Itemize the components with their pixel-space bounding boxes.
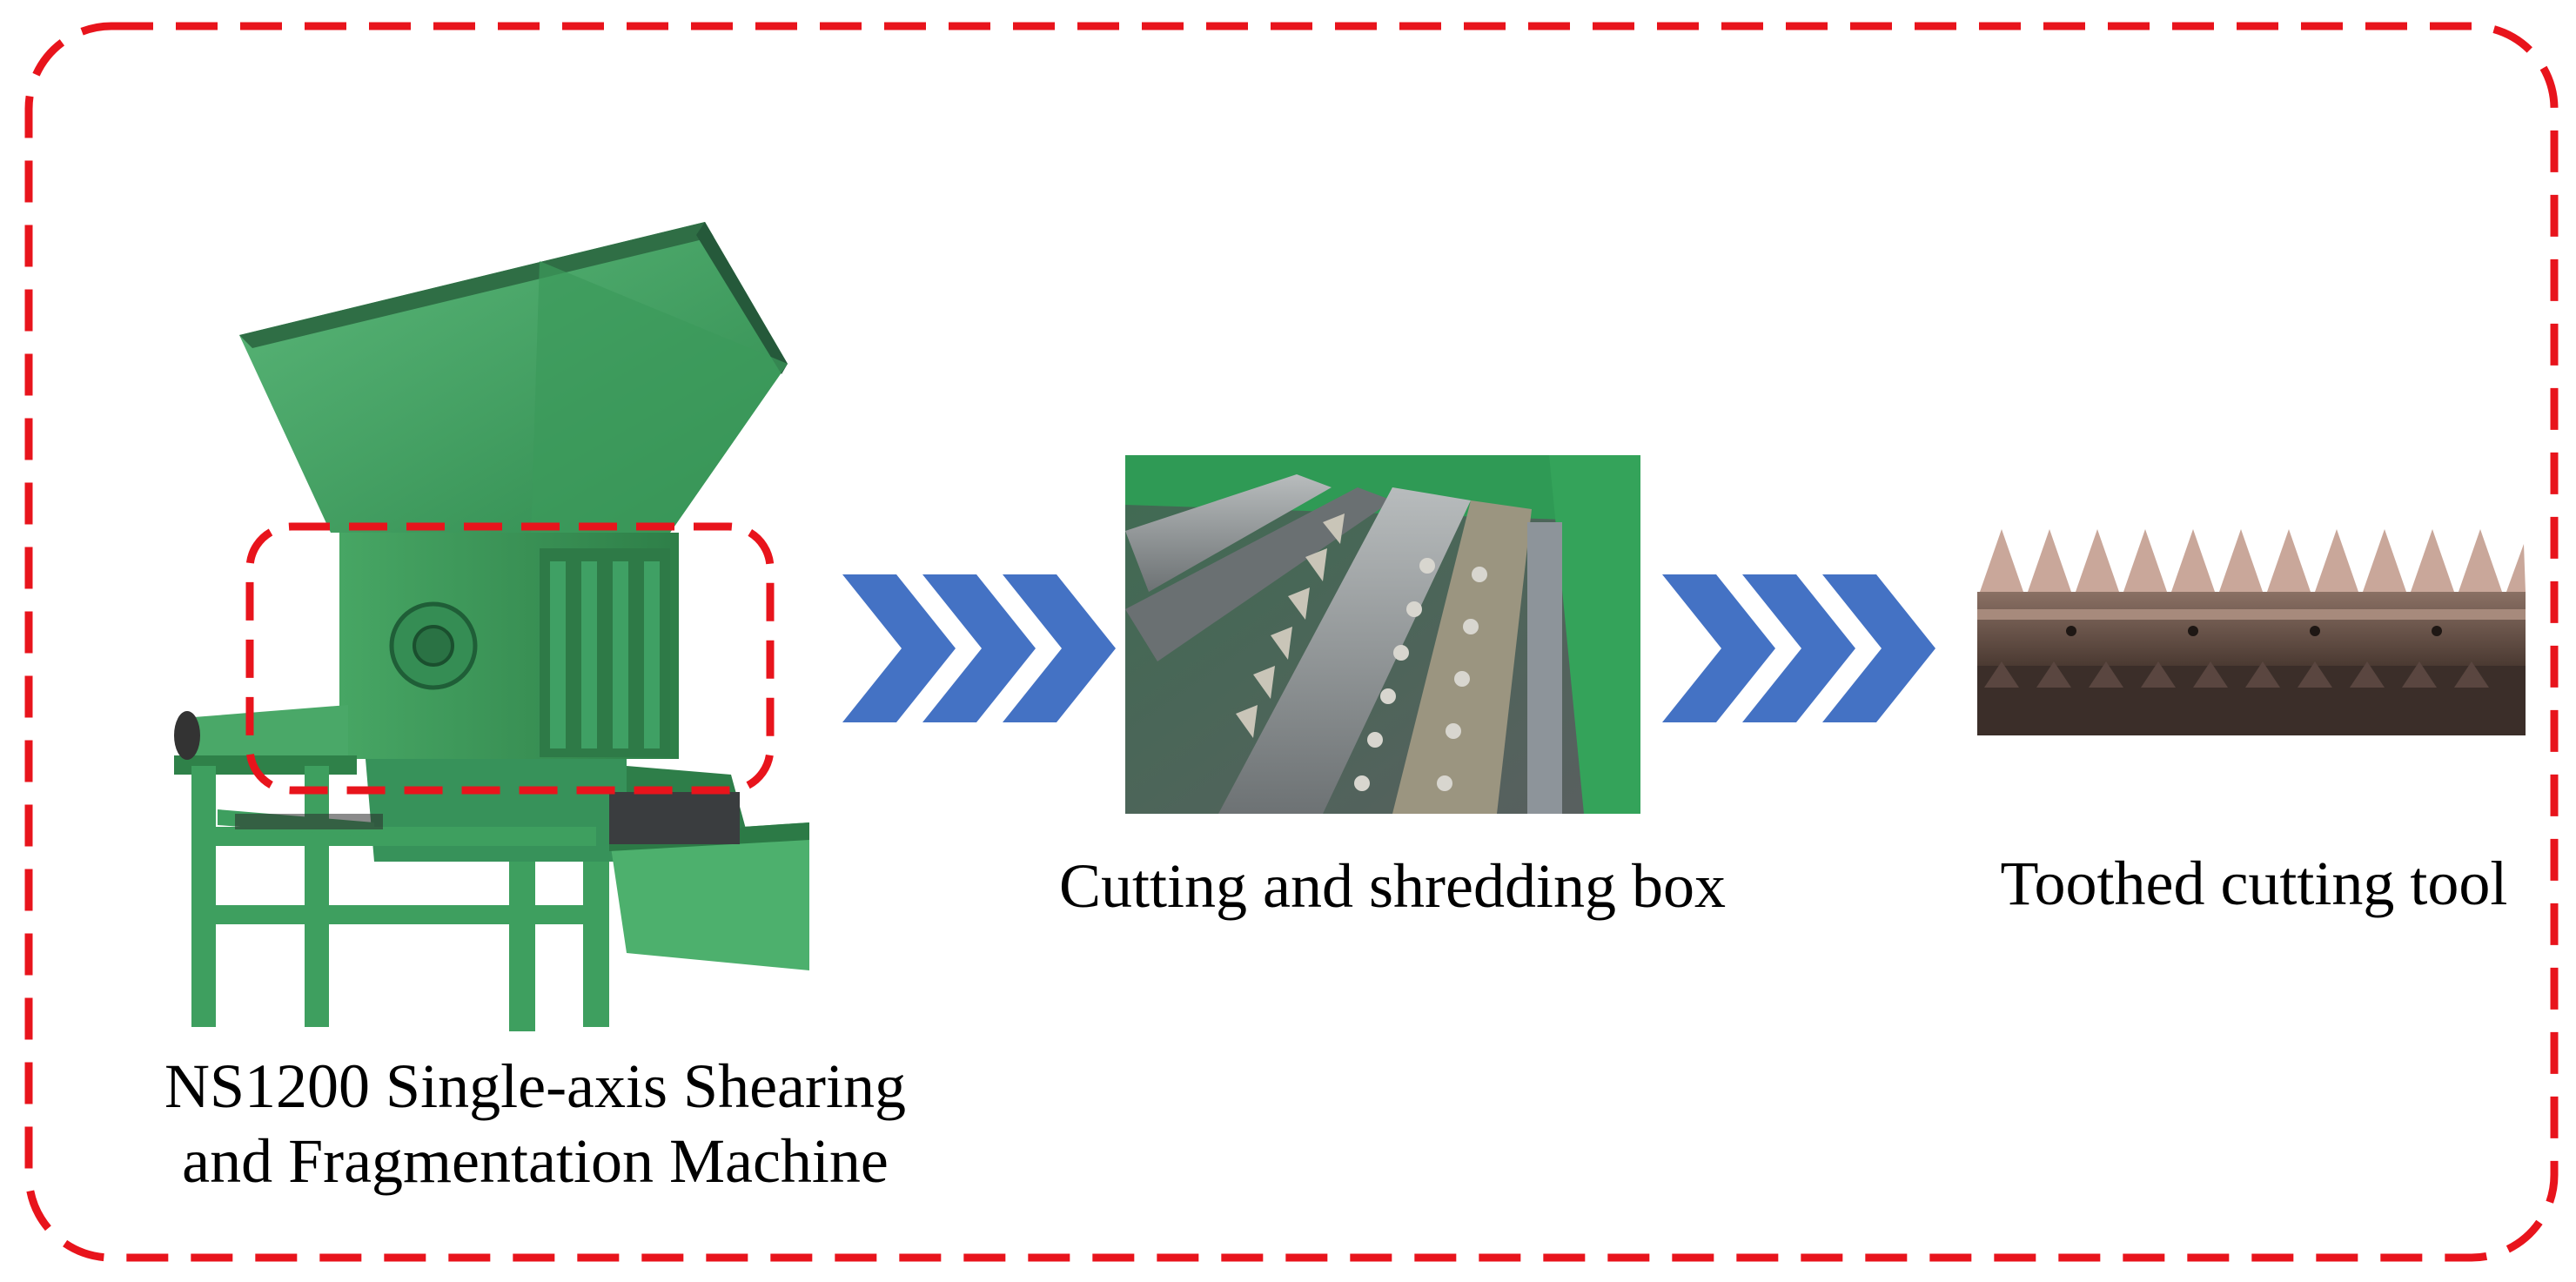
toothed-tool-label: Toothed cutting tool [2000, 849, 2508, 918]
outer-frame [24, 22, 2559, 1262]
machine-label-line-2: and Fragmentation Machine [182, 1126, 889, 1197]
shredding-box-photo [1125, 455, 1640, 814]
shredding-box-label: Cutting and shredding box [1059, 851, 1726, 921]
machine-photo [174, 222, 809, 1031]
highlight-frame [245, 522, 775, 795]
machine-label-line-1: NS1200 Single-axis Shearing [164, 1051, 906, 1121]
toothed-tool-photo [1977, 529, 2526, 735]
arrow-2-chevrons [1662, 574, 1935, 722]
machine-label: NS1200 Single-axis Shearing and Fragment… [52, 1049, 1018, 1199]
arrow-1-chevrons [842, 574, 1116, 722]
